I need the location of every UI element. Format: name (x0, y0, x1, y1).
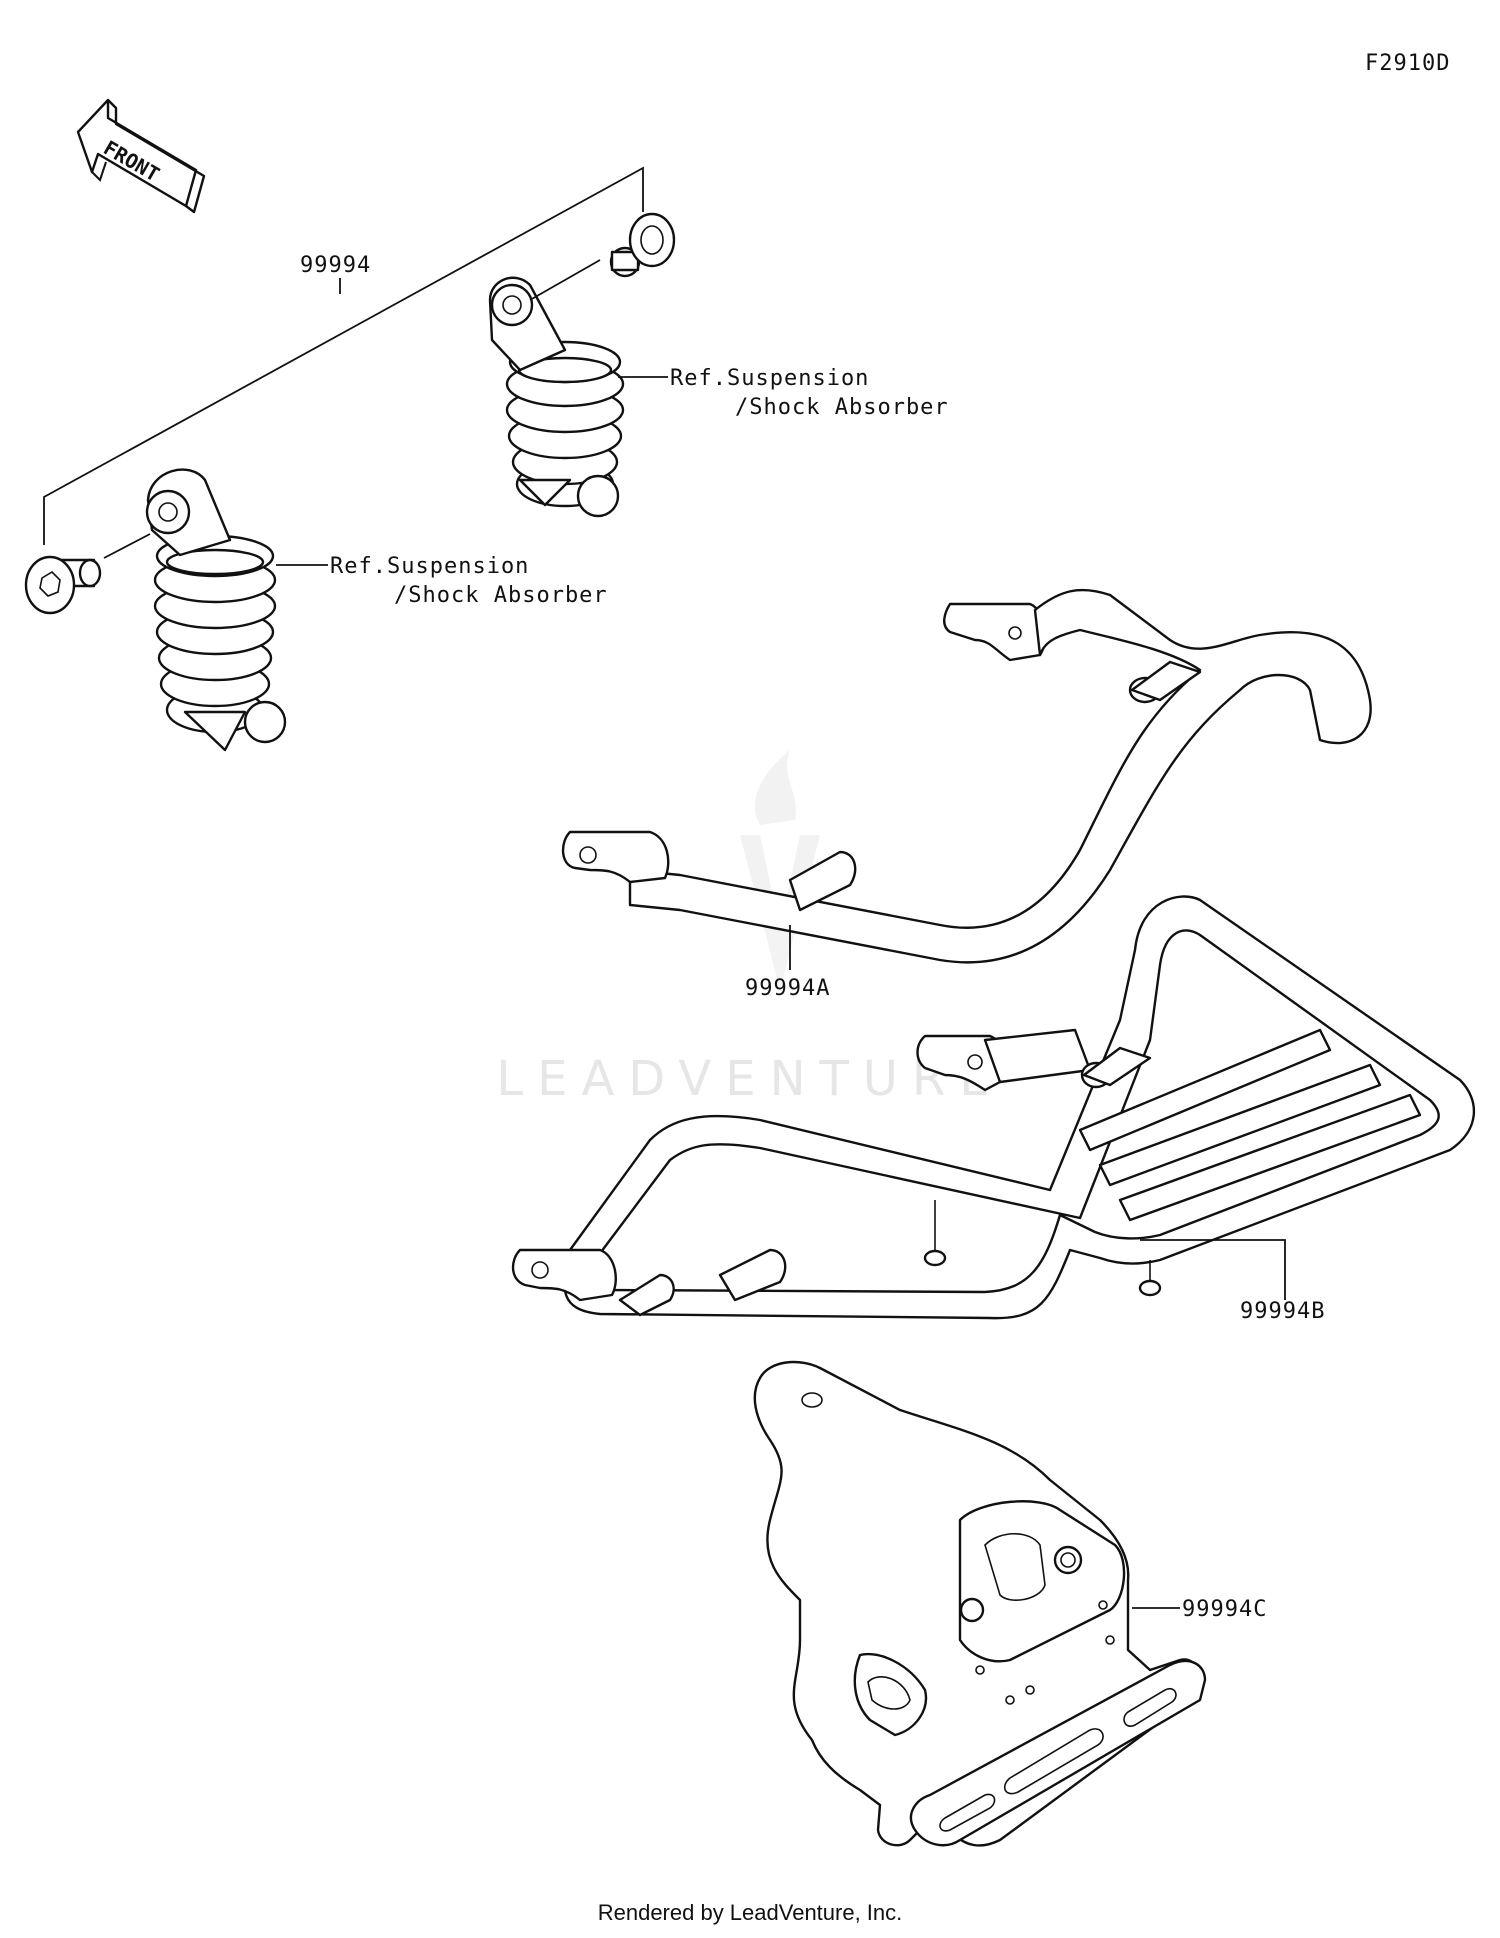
kit-part-number: 99994 (300, 253, 371, 278)
part-c-number: 99994C (1182, 1597, 1267, 1622)
part-99994c-bracket: 99994C (753, 1360, 1267, 1847)
watermark-text: LEADVENTURE (496, 1051, 1003, 1107)
upper-ref-line1: Ref.Suspension (670, 366, 869, 391)
part-a-number: 99994A (745, 976, 830, 1001)
upper-ref-line2: /Shock Absorber (735, 395, 949, 420)
lower-ref-line1: Ref.Suspension (330, 554, 529, 579)
upper-ref-callout: Ref.Suspension /Shock Absorber (618, 366, 949, 420)
upper-bolt-icon (529, 212, 676, 301)
upper-shock-absorber (488, 276, 625, 518)
footer-credit: Rendered by LeadVenture, Inc. (597, 1900, 903, 1925)
lower-bolt-icon (24, 533, 151, 615)
part-99994b-rack: 99994B (511, 895, 1475, 1324)
diagram-code: F2910D (1365, 51, 1450, 76)
part-99994a-rail: 99994A (561, 588, 1372, 1001)
kit-callout: 99994 (43, 166, 644, 545)
lower-shock-absorber (145, 468, 287, 752)
part-b-number: 99994B (1240, 1299, 1325, 1324)
front-arrow-icon: FRONT (76, 98, 206, 214)
lower-ref-callout: Ref.Suspension /Shock Absorber (276, 554, 608, 608)
lower-ref-line2: /Shock Absorber (394, 583, 608, 608)
